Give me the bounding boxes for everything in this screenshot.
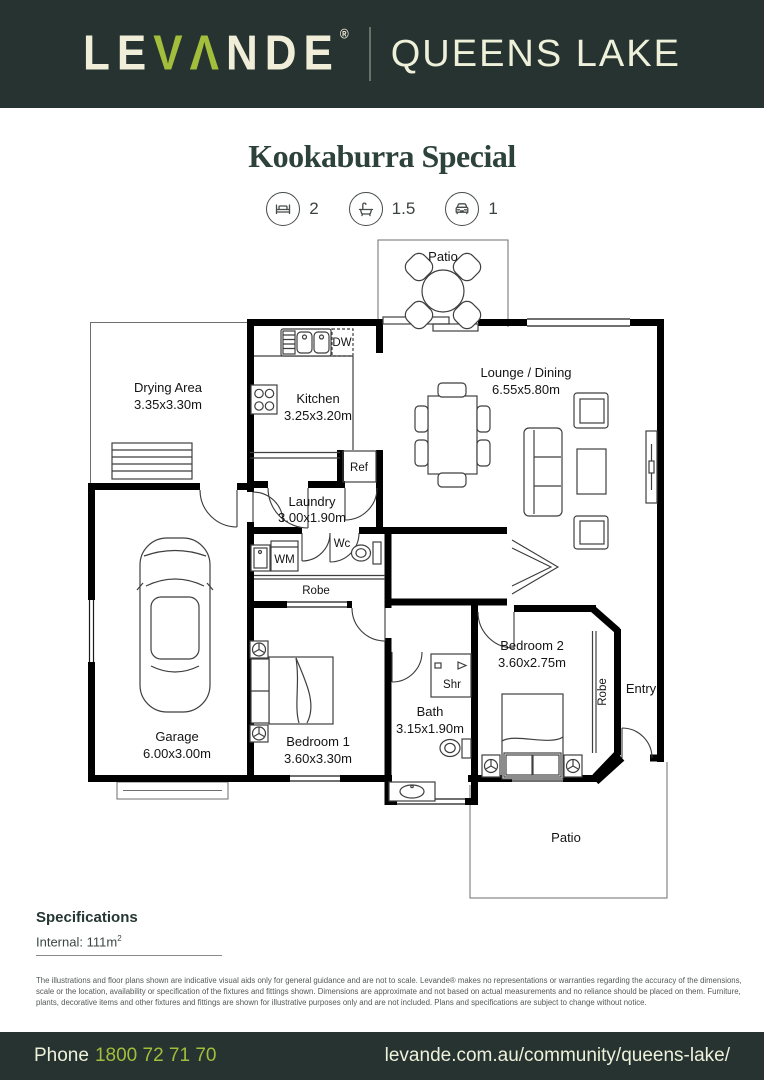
doors — [199, 487, 653, 759]
header-banner: LEVΛNDE® QUEENS LAKE — [0, 0, 764, 108]
levande-logo: LEVΛNDE® — [83, 26, 349, 82]
dining-set — [414, 382, 491, 488]
tv-unit — [645, 430, 658, 504]
label-wm: WM — [274, 554, 294, 566]
refrigerator — [342, 450, 377, 483]
label-entry: Entry — [626, 681, 657, 696]
sofa — [523, 427, 563, 517]
coffee-table — [576, 448, 607, 495]
dishwasher — [331, 328, 354, 357]
room-dims-lounge: 6.55x5.80m — [492, 382, 560, 397]
brand-nde: NDE — [225, 26, 340, 81]
brand-le: LE — [83, 26, 154, 81]
room-label-bath: Bath — [417, 704, 444, 719]
room-label-patio-top: Patio — [428, 249, 458, 264]
bed2 — [501, 693, 564, 780]
hall-robe-front — [254, 574, 385, 580]
kitchen-sink — [280, 328, 332, 357]
community-name: QUEENS LAKE — [390, 32, 681, 75]
room-label-patio-bottom: Patio — [551, 830, 581, 845]
label-robe-hall: Robe — [302, 585, 330, 597]
room-label-lounge: Lounge / Dining — [480, 365, 571, 380]
bed-icon — [266, 192, 301, 226]
patio-top-outline — [377, 239, 509, 327]
bath-icon — [348, 192, 383, 226]
room-dims-drying: 3.35x3.30m — [134, 397, 202, 412]
specifications-block: Specifications Internal: 111m2 — [36, 909, 456, 957]
car-icon — [445, 192, 480, 226]
label-shr: Shr — [443, 679, 461, 691]
drying-area-outline — [90, 322, 247, 483]
label-robe-bed2: Robe — [597, 678, 609, 706]
drying-steps — [111, 442, 193, 480]
room-label-garage: Garage — [155, 729, 198, 744]
feature-baths: 1.5 — [348, 192, 416, 226]
laundry-tub — [250, 544, 271, 572]
armchair-bottom — [573, 515, 609, 550]
internal-area: Internal: 111m2 — [36, 934, 122, 950]
bed1-side-tables — [249, 640, 269, 743]
disclaimer-text: The illustrations and floor plans shown … — [36, 976, 742, 1007]
cooktop — [250, 384, 278, 415]
phone-number: 1800 72 71 70 — [94, 1045, 217, 1066]
room-dims-garage: 6.00x3.00m — [143, 746, 211, 761]
room-dims-kitchen: 3.25x3.20m — [284, 408, 352, 423]
floor-plan: Patio Drying Area 3.35x3.30m Kitchen 3.2… — [85, 238, 675, 903]
washing-machine — [270, 540, 299, 572]
brand-va: VΛ — [153, 26, 226, 81]
room-dims-bath: 3.15x1.90m — [396, 721, 464, 736]
feature-cars: 1 — [445, 192, 498, 226]
registered-mark: ® — [339, 26, 349, 42]
patio-table-set — [404, 252, 482, 330]
label-wc: Wc — [334, 538, 351, 550]
room-label-bedroom1: Bedroom 1 — [286, 734, 350, 749]
specifications-heading: Specifications — [36, 909, 138, 926]
baths-count: 1.5 — [391, 199, 416, 218]
features-row: 2 1.5 1 — [0, 192, 764, 226]
header-divider — [368, 27, 371, 81]
garage-door — [116, 781, 229, 800]
bed1 — [250, 656, 334, 725]
room-label-laundry: Laundry — [289, 494, 336, 509]
bed2-robe-front — [591, 631, 597, 753]
room-dims-bedroom1: 3.60x3.30m — [284, 751, 352, 766]
room-dims-laundry: 3.00x1.90m — [278, 510, 346, 525]
wc-toilet — [350, 541, 382, 565]
page-title: Kookaburra Special — [248, 138, 516, 174]
shower — [430, 653, 472, 698]
patio-bottom-outline — [469, 762, 668, 899]
bed2-side-tables — [481, 754, 583, 778]
room-label-kitchen: Kitchen — [296, 391, 339, 406]
footer-url: levande.com.au/community/queens-lake/ — [384, 1045, 730, 1066]
bath-basin — [388, 781, 436, 802]
bath-toilet — [439, 738, 472, 759]
label-ref: Ref — [350, 462, 369, 474]
beds-count: 2 — [309, 199, 319, 218]
cars-count: 1 — [488, 199, 498, 218]
feature-beds: 2 — [266, 192, 319, 226]
car — [136, 537, 214, 713]
room-dims-bedroom2: 3.60x2.75m — [498, 655, 566, 670]
room-label-drying: Drying Area — [134, 380, 203, 395]
armchair-top — [573, 392, 609, 429]
room-label-bedroom2: Bedroom 2 — [500, 638, 564, 653]
label-dw: DW — [332, 337, 351, 349]
specs-rule — [36, 955, 222, 957]
